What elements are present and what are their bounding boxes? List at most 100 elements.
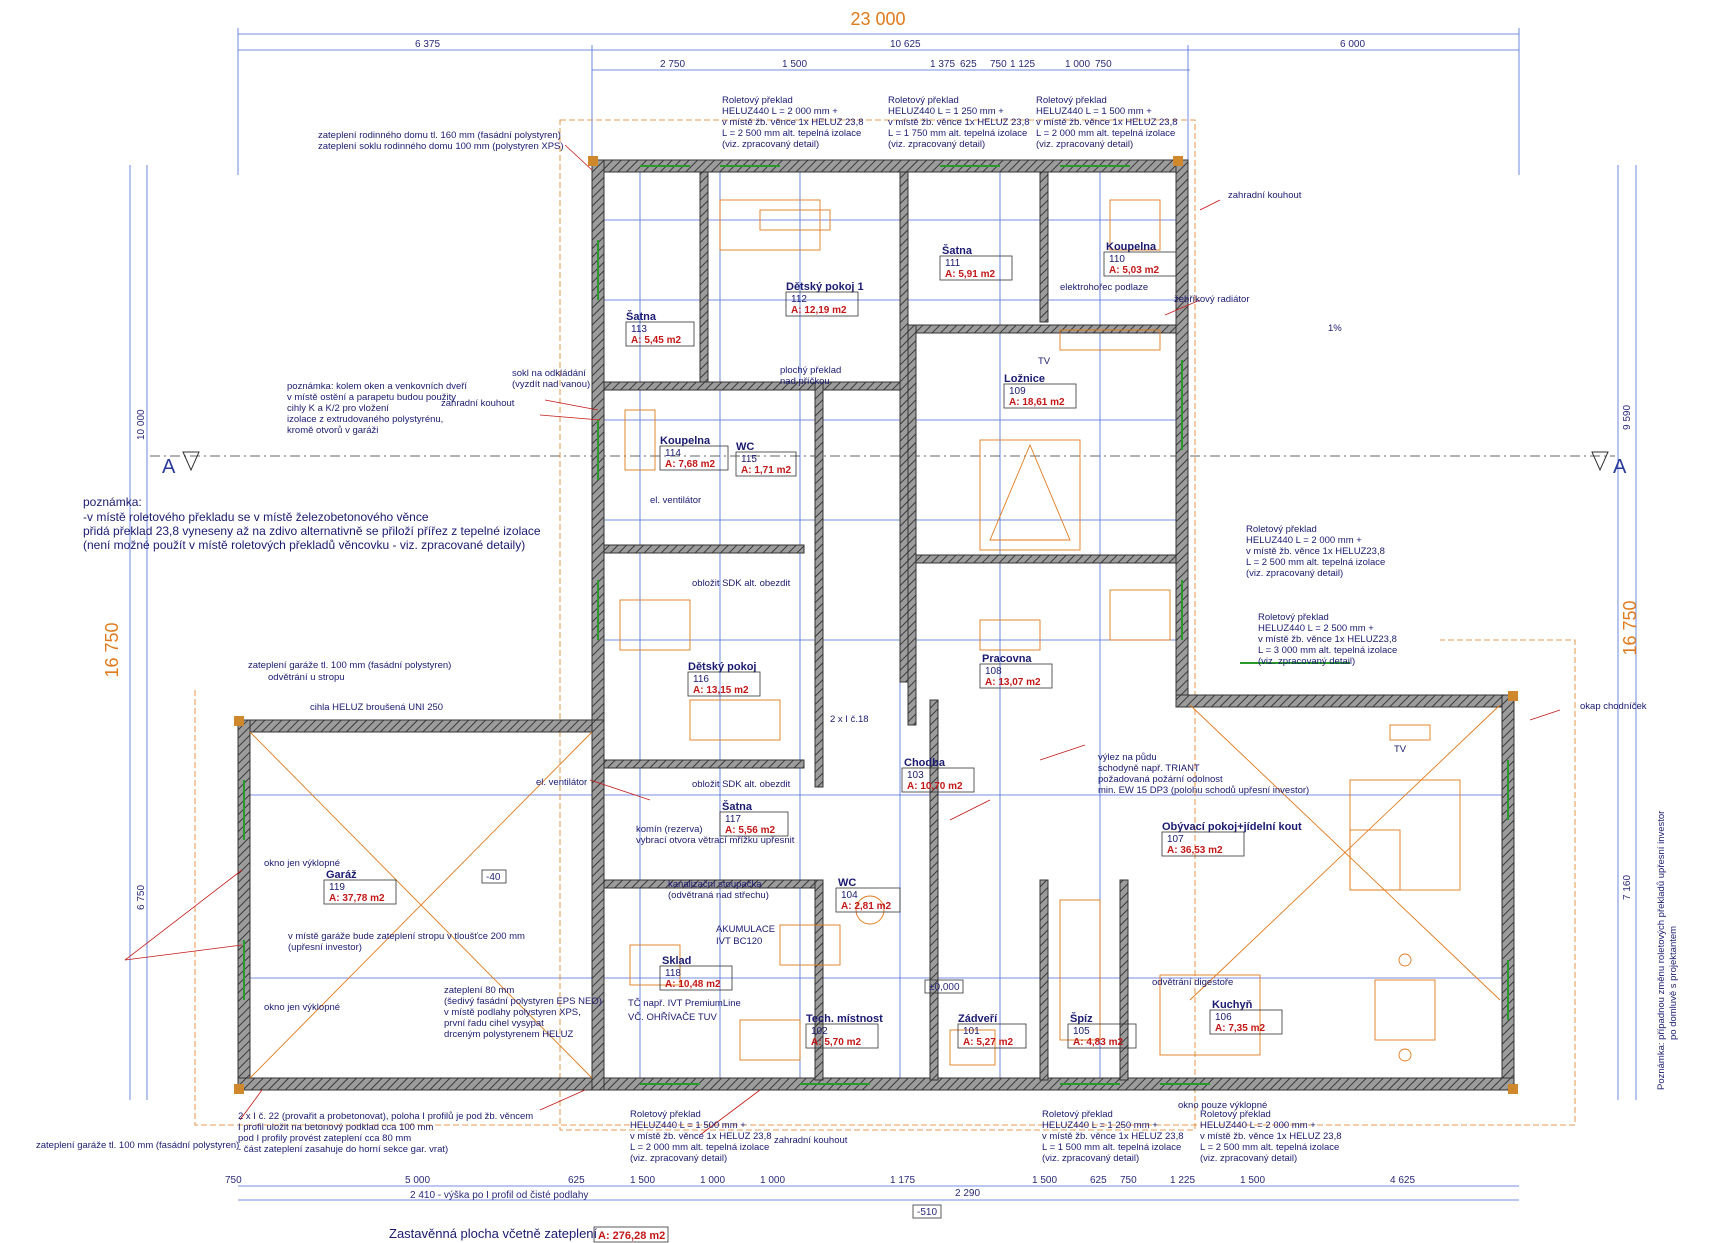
svg-text:L = 3 000 mm alt. tepelná izol: L = 3 000 mm alt. tepelná izolace [1258, 645, 1397, 656]
dim-top-2: 10 625 [890, 39, 921, 50]
brick-note: cihla HELUZ broušená UNI 250 [310, 702, 443, 713]
svg-text:A: 5,27 m2: A: 5,27 m2 [963, 1037, 1013, 1048]
dimension-lines [129, 28, 1637, 1201]
section-mark-left: A [162, 456, 176, 478]
sewer-note: kanalizační stoupačka (odvětraná nad stř… [668, 879, 769, 901]
svg-text:A: 7,35 m2: A: 7,35 m2 [1215, 1023, 1265, 1034]
svg-text:v místě žb. věnce 1x HELUZ 23,: v místě žb. věnce 1x HELUZ 23,8 [722, 117, 864, 128]
svg-text:Roletový překlad: Roletový překlad [722, 95, 793, 106]
roof-outline [194, 639, 1576, 1126]
svg-text:požadovaná požární odolnost: požadovaná požární odolnost [1098, 774, 1223, 785]
svg-text:117: 117 [725, 814, 741, 825]
room-wc-104: WC 104 A: 2,81 m2 [835, 877, 901, 913]
svg-text:plochý překlad: plochý překlad [780, 365, 841, 376]
room-garaz-119: Garáž 119 A: 37,78 m2 [323, 869, 397, 905]
svg-text:Pracovna: Pracovna [982, 653, 1032, 665]
room-pracovna-108: Pracovna 108 A: 13,07 m2 [979, 653, 1053, 689]
svg-text:(viz. zpracovaný detail): (viz. zpracovaný detail) [722, 139, 819, 150]
svg-text:108: 108 [985, 666, 1002, 677]
svg-text:A: 7,68 m2: A: 7,68 m2 [665, 459, 715, 470]
svg-text:Roletový překlad: Roletový překlad [888, 95, 959, 106]
room-spiz-105: Špíz 105 A: 4,83 m2 [1067, 1012, 1137, 1049]
dim-top2-6: 1 125 [1010, 59, 1035, 70]
svg-text:v místě ostění a parapetu budo: v místě ostění a parapetu budou použity [287, 392, 456, 403]
svg-text:WC: WC [838, 877, 856, 889]
svg-text:v místě žb. věnce 1x HELUZ23,8: v místě žb. věnce 1x HELUZ23,8 [1246, 546, 1385, 557]
tv-note-1: TV [1038, 356, 1051, 367]
sidewalk-note: okap chodníček [1580, 701, 1647, 712]
room-satna-117: Šatna 117 A: 5,56 m2 [719, 800, 789, 837]
svg-text:(viz. zpracovaný detail): (viz. zpracovaný detail) [1246, 568, 1343, 579]
level-floor: ±0,000 [929, 982, 960, 993]
walls [237, 159, 1515, 1091]
svg-text:A: 18,61 m2: A: 18,61 m2 [1009, 397, 1065, 408]
svg-text:v místě podlahy polystyren XPS: v místě podlahy polystyren XPS, [444, 1007, 581, 1018]
tv-note-2: TV [1394, 744, 1407, 755]
svg-text:Garáž: Garáž [326, 869, 357, 881]
room-obyvaci-pokoj-107: Obývací pokoj+jídelní kout 107 A: 36,53 … [1161, 821, 1302, 857]
svg-text:odvětrání u stropu: odvětrání u stropu [268, 672, 345, 683]
room-sklad-118: Sklad 118 A: 10,48 m2 [659, 955, 733, 991]
section-arrows [182, 451, 1609, 472]
furniture [249, 199, 1501, 1079]
total-width-label: 23 000 [850, 9, 905, 29]
svg-text:Špíz: Špíz [1070, 1012, 1093, 1025]
svg-text:zateplení garáže tl. 100 mm (f: zateplení garáže tl. 100 mm (fasádní pol… [248, 660, 451, 671]
svg-text:cihly K a K/2 pro vložení: cihly K a K/2 pro vložení [287, 403, 389, 414]
svg-text:Koupelna: Koupelna [1106, 241, 1157, 253]
lintel-note-6: Roletový překlad HELUZ440 L = 1 500 mm +… [630, 1109, 772, 1164]
svg-text:Roletový překlad: Roletový překlad [1042, 1109, 1113, 1120]
svg-text:A: 1,71 m2: A: 1,71 m2 [741, 465, 791, 476]
svg-text:A: 4,83 m2: A: 4,83 m2 [1073, 1037, 1123, 1048]
chimney-note: komín (rezerva) vybrací otvora větrací m… [636, 824, 795, 846]
svg-text:109: 109 [1009, 386, 1026, 397]
svg-text:poznámka:: poznámka: [83, 495, 142, 509]
dim-top2-4: 625 [960, 59, 977, 70]
svg-text:113: 113 [631, 324, 647, 335]
dim-top2-2: 1 500 [782, 59, 807, 70]
built-area-label: Zastavěnná plocha včetně zateplení [389, 1226, 598, 1241]
lintel-note-2: Roletový překlad HELUZ440 L = 1 250 mm +… [888, 95, 1030, 150]
svg-text:A: 5,91 m2: A: 5,91 m2 [945, 269, 995, 280]
garage-bottom-note: zateplení garáže tl. 100 mm (fasádní pol… [36, 1140, 239, 1151]
sdk-cover-note-1: obložit SDK alt. obezdit [692, 578, 791, 589]
dim-left-1: 10 000 [136, 409, 147, 440]
svg-text:119: 119 [329, 882, 345, 893]
dim-top-1: 6 375 [415, 39, 440, 50]
dim-bottom-6: 1 000 [760, 1175, 785, 1186]
garden-tap-note: zahradní kouhout [1228, 190, 1302, 201]
ventilator-note-2: el. ventilátor [650, 495, 701, 506]
svg-text:(není možné použít v místě rol: (není možné použít v místě roletových př… [83, 538, 525, 552]
svg-text:v místě žb. věnce 1x HELUZ 23,: v místě žb. věnce 1x HELUZ 23,8 [888, 117, 1030, 128]
svg-text:v místě žb. věnce 1x HELUZ 23,: v místě žb. věnce 1x HELUZ 23,8 [630, 1131, 772, 1142]
dim-right-2: 7 160 [1622, 875, 1633, 900]
svg-text:Šatna: Šatna [942, 244, 973, 257]
svg-text:(viz. zpracovaný detail): (viz. zpracovaný detail) [1036, 139, 1133, 150]
svg-text:přidá překlad 23,8 vyneseny až: přidá překlad 23,8 vyneseny až na zdivo … [83, 524, 541, 538]
svg-text:Roletový překlad: Roletový překlad [1036, 95, 1107, 106]
lintel-note-1: Roletový překlad HELUZ440 L = 2 000 mm +… [722, 95, 864, 150]
dim-bottom-7: 1 175 [890, 1175, 915, 1186]
dim-top-3: 6 000 [1340, 39, 1365, 50]
svg-text:112: 112 [791, 294, 807, 305]
dim-bottom-9: 1 500 [1032, 1175, 1057, 1186]
electric-heater-note: elektrohořec podlaze [1060, 282, 1148, 293]
room-wc-115: WC 115 A: 1,71 m2 [735, 441, 797, 477]
dim-top2-8: 750 [1095, 59, 1112, 70]
room-detsky-pokoj-116: Dětský pokoj 116 A: 13,15 m2 [687, 661, 761, 697]
garden-tap-note-3: zahradní kouhout [774, 1135, 848, 1146]
svg-text:kanalizační stoupačka: kanalizační stoupačka [668, 879, 762, 890]
svg-text:schodyně např. TRIANT: schodyně např. TRIANT [1098, 763, 1200, 774]
svg-text:L = 1 750 mm alt. tepelná izol: L = 1 750 mm alt. tepelná izolace [888, 128, 1027, 139]
svg-text:Roletový překlad: Roletový překlad [1246, 524, 1317, 535]
svg-text:HELUZ440 L = 2 000 mm +: HELUZ440 L = 2 000 mm + [722, 106, 838, 117]
garage-window-note-1: okno jen výklopné [264, 858, 340, 869]
svg-text:L = 2 500 mm alt. tepelná izol: L = 2 500 mm alt. tepelná izolace [722, 128, 861, 139]
svg-text:Zádveří: Zádveří [958, 1013, 998, 1025]
dim-bottom-8: 2 290 [955, 1188, 980, 1199]
svg-text:HELUZ440 L = 2 000 mm +: HELUZ440 L = 2 000 mm + [1246, 535, 1362, 546]
ventilator-note-1: el. ventilátor [536, 777, 587, 788]
windows [243, 165, 1509, 1085]
